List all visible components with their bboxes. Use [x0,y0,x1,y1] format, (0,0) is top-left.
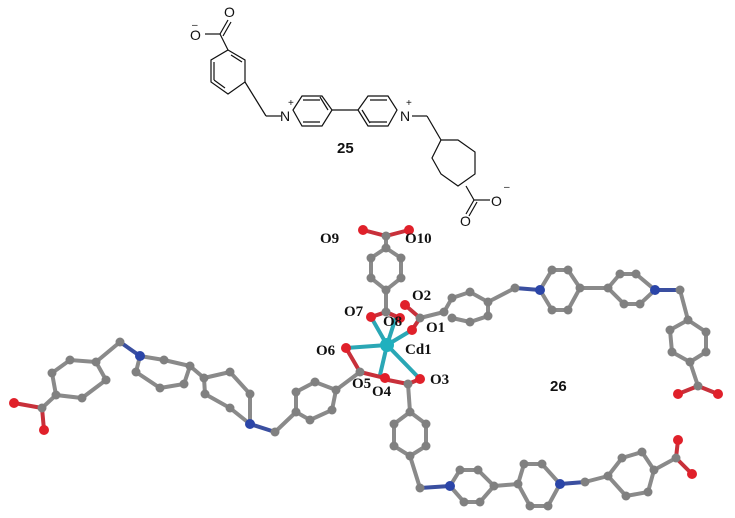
minus-charge: – [192,20,198,31]
atom-label-o3: O3 [430,372,449,388]
atom-label-o1: O1 [426,320,445,336]
atom-label-o7: O7 [344,304,364,320]
atom-label-o10: O10 [405,231,432,247]
minus-charge: – [504,182,510,193]
compound-25-label: 25 [337,140,354,157]
atom-label-o4: O4 [372,384,392,400]
nitrogen-atom-label: N [280,108,290,124]
oxygen-atom-label: O [190,27,201,43]
oxygen-atom-label: O [491,193,502,209]
nitrogen-atom-label: N [400,108,410,124]
compound-26-structure [12,228,720,508]
atom-label-o9: O9 [320,231,339,247]
atom-label-o6: O6 [316,343,336,359]
atom-label-cd1: Cd1 [405,342,432,358]
atom-label-o5: O5 [352,376,371,392]
plus-charge: + [288,98,294,109]
atoms [9,225,723,511]
plus-charge: + [406,98,412,109]
atom-label-o8: O8 [383,314,402,330]
compound-25-structure [205,19,490,217]
oxygen-atom-label: O [460,213,471,229]
compound-26-label: 26 [550,378,567,395]
atom-label-o2: O2 [412,288,431,304]
oxygen-atom-label: O [224,4,235,20]
